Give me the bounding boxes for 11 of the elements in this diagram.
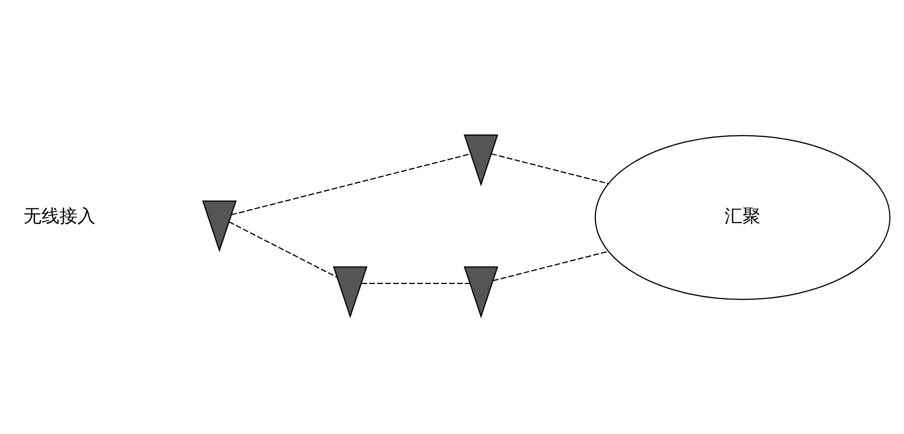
connector [492, 250, 609, 281]
node-tower [464, 266, 498, 318]
connector [228, 220, 338, 278]
connector [361, 282, 470, 284]
node-ellipse: 汇聚 [594, 134, 890, 300]
connector [491, 152, 608, 184]
node-tower [464, 134, 498, 186]
node-tower [202, 200, 237, 252]
label: 无线接入 [24, 205, 96, 226]
connector [231, 152, 471, 215]
node-tower [332, 266, 368, 318]
